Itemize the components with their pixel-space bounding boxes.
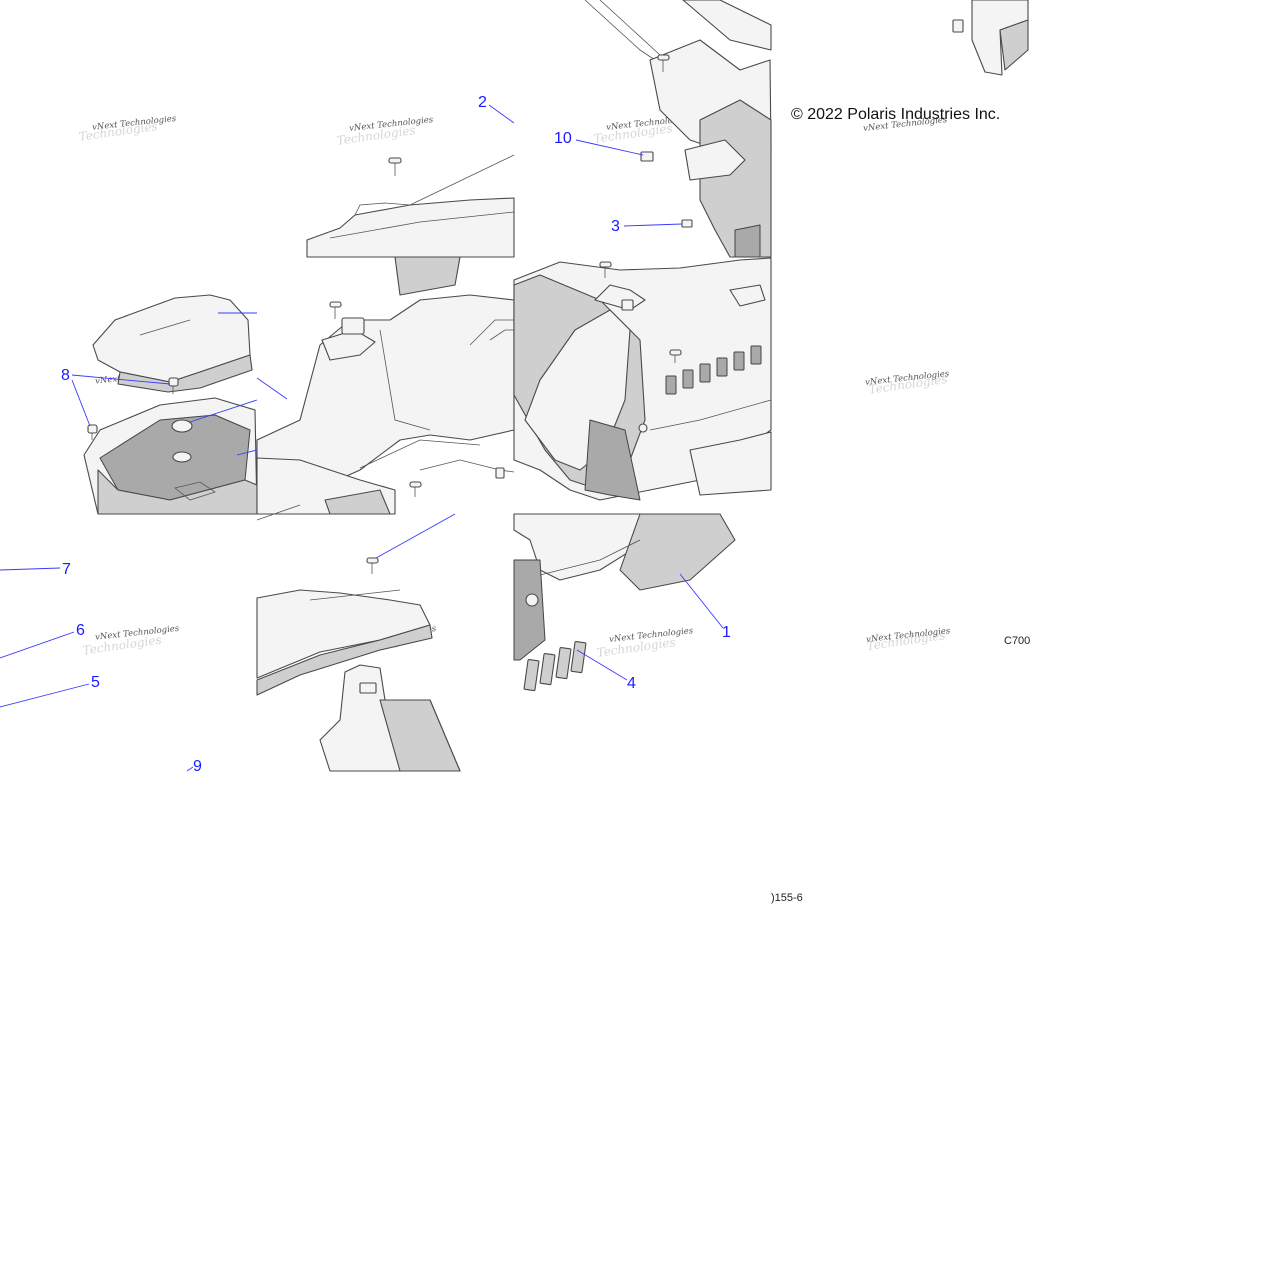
watermark-tile-12: Technologies vNext Technologies <box>866 626 952 653</box>
callout-5: 5 <box>91 674 100 691</box>
callout-1: 1 <box>722 624 731 641</box>
callout-10: 10 <box>554 130 572 147</box>
screw-icon <box>409 481 422 497</box>
screw-icon <box>599 261 612 278</box>
watermark-tile-1: Technologies vNext Technologies <box>78 114 178 144</box>
callout-6: 6 <box>76 622 85 639</box>
watermark-tile-11: Technologies vNext Technologies <box>596 626 695 660</box>
tile-5-storage-box <box>83 294 258 515</box>
tile-10-cover-panel <box>256 557 461 772</box>
copyright-notice: © 2022 Polaris Industries Inc. <box>791 106 1000 123</box>
screw-icon <box>388 157 402 176</box>
storage-box-body <box>83 397 258 515</box>
watermark-tile-9: Technologies vNext Technologies <box>82 624 181 658</box>
tile-2-dash-edge <box>306 154 515 258</box>
screw-icon <box>657 54 670 72</box>
tile-7-dash-bezel <box>513 257 772 501</box>
push-rivet-icon <box>87 424 98 440</box>
callout-4: 4 <box>627 675 636 692</box>
nut-icon <box>681 219 693 228</box>
watermark-tile-8: Technologies vNext Technologies <box>865 369 951 397</box>
tile-4-bracket-fragment <box>952 0 1029 76</box>
callout-2: 2 <box>478 94 487 111</box>
screw-icon <box>669 349 682 363</box>
screw-icon <box>366 557 379 574</box>
clip-icon <box>621 299 634 311</box>
figure-code-a: C700 <box>1004 635 1030 647</box>
vent-slots <box>665 345 762 395</box>
clip-icon <box>640 151 654 162</box>
tile-11-lower-bezel <box>513 513 736 692</box>
watermark-tile-2: Technologies vNext Technologies <box>336 115 435 148</box>
push-rivet-icon <box>168 377 179 394</box>
tile-6-dash-panel <box>256 256 515 521</box>
clip-icon <box>495 467 505 479</box>
leader-lines <box>0 104 724 772</box>
tile-3-bracket-assembly <box>584 0 772 258</box>
callout-3: 3 <box>611 218 620 235</box>
screw-icon <box>329 301 342 319</box>
callout-9: 9 <box>193 758 202 775</box>
callout-labels: 1 2 3 4 5 6 7 8 9 10 <box>61 94 731 775</box>
vent-insert <box>523 641 587 692</box>
callout-8: 8 <box>61 367 70 384</box>
figure-code-b: )155-6 <box>771 892 803 904</box>
callout-7: 7 <box>62 561 71 578</box>
